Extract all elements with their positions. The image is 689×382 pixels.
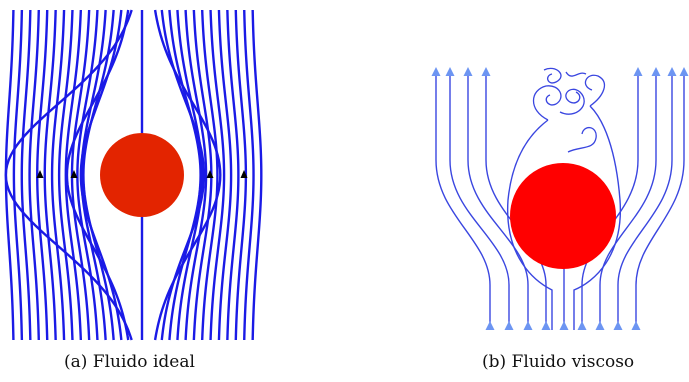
ideal-flow-arrows: [36, 170, 248, 178]
caption-ideal-fluid: (a) Fluido ideal: [64, 352, 195, 372]
ideal-flow-arrow: [206, 170, 214, 178]
ideal-streamline: [12, 9, 24, 341]
wake-vortex: [565, 71, 587, 77]
viscous-flow-arrow: [463, 67, 473, 76]
panel-ideal-fluid: [4, 9, 263, 341]
ideal-streamline: [184, 9, 208, 341]
viscous-flow-arrow: [667, 67, 677, 76]
viscous-streamline: [435, 72, 491, 330]
ideal-streamline: [251, 9, 263, 341]
ideal-streamline: [168, 9, 202, 341]
viscous-flow-arrow: [577, 321, 587, 330]
ideal-streamline: [76, 9, 99, 341]
viscous-streamline: [507, 119, 553, 330]
ideal-streamline: [160, 9, 206, 341]
wake-vortex: [532, 85, 562, 121]
wake-vortex: [584, 74, 606, 107]
viscous-streamline: [573, 105, 621, 330]
viscous-streamlines: [435, 72, 685, 330]
ideal-flow-arrow: [240, 170, 248, 178]
viscous-flow-arrow: [595, 321, 605, 330]
ideal-streamline: [4, 9, 15, 341]
ideal-streamline: [209, 9, 226, 341]
wake-vortex: [559, 88, 585, 115]
viscous-flow-arrow: [504, 321, 514, 330]
ideal-streamline: [43, 9, 57, 341]
viscous-wake-vortices: [532, 67, 606, 153]
wake-vortex: [543, 67, 562, 84]
ideal-streamline: [36, 9, 49, 341]
ideal-streamline: [79, 9, 123, 341]
ideal-streamline: [243, 9, 255, 341]
ideal-streamline: [4, 9, 133, 341]
viscous-flow-arrow: [631, 321, 641, 330]
viscous-streamline: [617, 72, 673, 330]
viscous-flow-arrow: [679, 67, 689, 76]
viscous-flow-arrow: [613, 321, 623, 330]
viscous-flow-arrow: [633, 67, 643, 76]
viscous-flow-arrow: [481, 67, 491, 76]
viscous-flow-arrow: [559, 321, 569, 330]
viscous-flow-arrow: [485, 321, 495, 330]
ideal-streamline: [57, 9, 74, 341]
viscous-streamline: [599, 72, 657, 330]
ideal-streamline: [50, 9, 66, 341]
viscous-streamline: [635, 72, 685, 330]
ideal-flow-arrow: [70, 170, 78, 178]
viscous-streamline: [449, 72, 510, 330]
ideal-streamline: [65, 9, 130, 341]
viscous-obstacle-circle: [510, 163, 616, 269]
viscous-flow-arrow: [541, 321, 551, 330]
ideal-streamline: [217, 9, 233, 341]
ideal-obstacle-circle: [100, 133, 184, 217]
ideal-streamline: [20, 9, 32, 341]
viscous-flow-arrows: [431, 67, 689, 330]
viscous-flow-arrow: [445, 67, 455, 76]
ideal-streamline: [176, 9, 204, 341]
ideal-streamline: [82, 9, 115, 341]
viscous-flow-arrow: [431, 67, 441, 76]
panel-viscous-fluid: [431, 67, 689, 330]
viscous-flow-arrow: [651, 67, 661, 76]
ideal-streamline: [226, 9, 240, 341]
ideal-streamline: [200, 9, 219, 341]
ideal-flow-arrow: [36, 170, 44, 178]
ideal-streamline: [28, 9, 40, 341]
viscous-flow-arrow: [523, 321, 533, 330]
wake-vortex: [567, 127, 597, 153]
ideal-streamlines: [4, 9, 263, 341]
viscous-streamline: [467, 72, 529, 330]
caption-viscous-fluid: (b) Fluido viscoso: [482, 352, 635, 372]
